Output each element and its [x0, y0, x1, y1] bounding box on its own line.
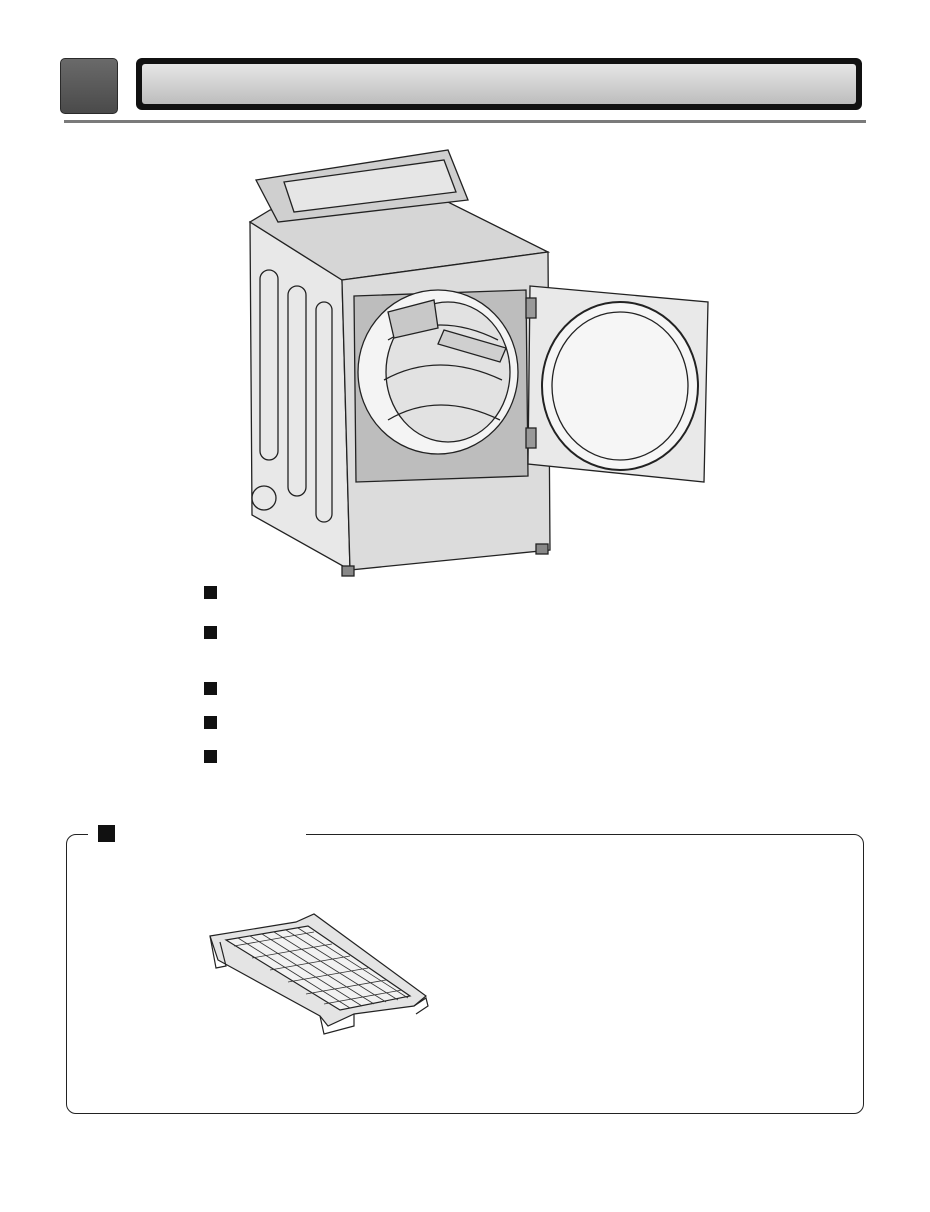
list-item	[204, 626, 231, 639]
rack-section-header-background	[88, 826, 306, 842]
drying-rack-illustration	[209, 913, 429, 1035]
square-bullet-icon	[98, 825, 115, 842]
square-bullet-icon	[204, 586, 217, 599]
list-item	[204, 716, 231, 729]
dryer-illustration	[248, 149, 709, 577]
page-title	[142, 64, 856, 104]
square-bullet-icon	[204, 626, 217, 639]
list-item	[204, 682, 231, 695]
rack-section-panel	[66, 834, 864, 1114]
square-bullet-icon	[204, 682, 217, 695]
section-number-box	[60, 58, 118, 114]
title-bar	[136, 58, 862, 110]
list-item	[204, 586, 231, 599]
header-rule	[64, 120, 866, 123]
list-item	[204, 750, 231, 763]
square-bullet-icon	[204, 750, 217, 763]
square-bullet-icon	[204, 716, 217, 729]
